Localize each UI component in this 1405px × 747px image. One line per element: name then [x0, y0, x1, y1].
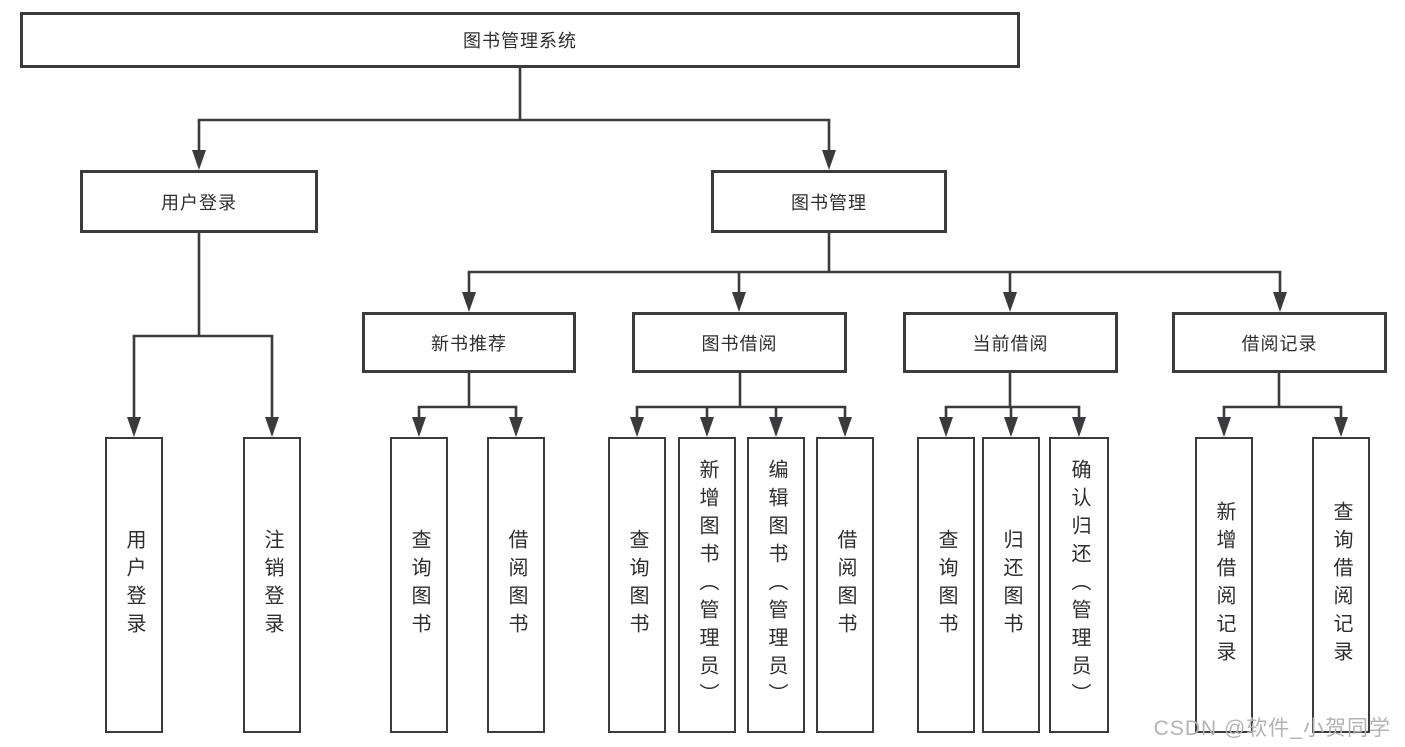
node-leaf-record-query: 查询借阅记录: [1312, 437, 1370, 733]
node-book-borrow: 图书借阅: [632, 312, 847, 373]
connector-newbook-branch: [412, 373, 523, 437]
node-leaf-borrow-add-admin: 新增图书（管理员）: [678, 437, 736, 733]
leaf-label: 查询图书: [626, 529, 648, 641]
connector-book-mgmt-branch: [462, 233, 1287, 312]
node-leaf-borrow-query: 查询图书: [608, 437, 666, 733]
node-current-borrow: 当前借阅: [903, 312, 1118, 373]
node-leaf-current-return: 归还图书: [982, 437, 1040, 733]
leaf-label: 查询借阅记录: [1330, 501, 1352, 669]
node-borrow-record: 借阅记录: [1172, 312, 1387, 373]
leaf-label: 确认归还（管理员）: [1068, 459, 1090, 711]
leaf-label: 借阅图书: [505, 529, 527, 641]
connector-root-to-level2: [192, 68, 836, 170]
leaf-label: 新增图书（管理员）: [696, 459, 718, 711]
node-leaf-borrow-borrow: 借阅图书: [816, 437, 874, 733]
node-leaf-borrow-edit-admin: 编辑图书（管理员）: [747, 437, 805, 733]
node-leaf-user-login: 用户登录: [105, 437, 163, 733]
csdn-watermark: CSDN @软件_小贺同学: [1153, 717, 1391, 740]
node-newbook-recommend: 新书推荐: [362, 312, 576, 373]
node-user-login: 用户登录: [80, 170, 318, 233]
connector-user-login-branch: [127, 233, 279, 437]
connector-current-branch: [939, 373, 1086, 437]
node-leaf-newbook-query: 查询图书: [390, 437, 448, 733]
connector-record-branch: [1217, 373, 1348, 437]
connector-borrow-branch: [630, 373, 852, 437]
leaf-label: 编辑图书（管理员）: [765, 459, 787, 711]
node-leaf-current-query: 查询图书: [917, 437, 975, 733]
node-leaf-current-confirm-admin: 确认归还（管理员）: [1049, 437, 1109, 733]
node-root: 图书管理系统: [20, 12, 1020, 68]
node-leaf-logout: 注销登录: [243, 437, 301, 733]
node-book-mgmt: 图书管理: [711, 170, 947, 233]
leaf-label: 新增借阅记录: [1213, 501, 1235, 669]
leaf-label: 归还图书: [1000, 529, 1022, 641]
leaf-label: 用户登录: [123, 529, 145, 641]
node-leaf-record-add: 新增借阅记录: [1195, 437, 1253, 733]
leaf-label: 查询图书: [935, 529, 957, 641]
node-leaf-newbook-borrow: 借阅图书: [487, 437, 545, 733]
leaf-label: 查询图书: [408, 529, 430, 641]
leaf-label: 借阅图书: [834, 529, 856, 641]
leaf-label: 注销登录: [261, 529, 283, 641]
